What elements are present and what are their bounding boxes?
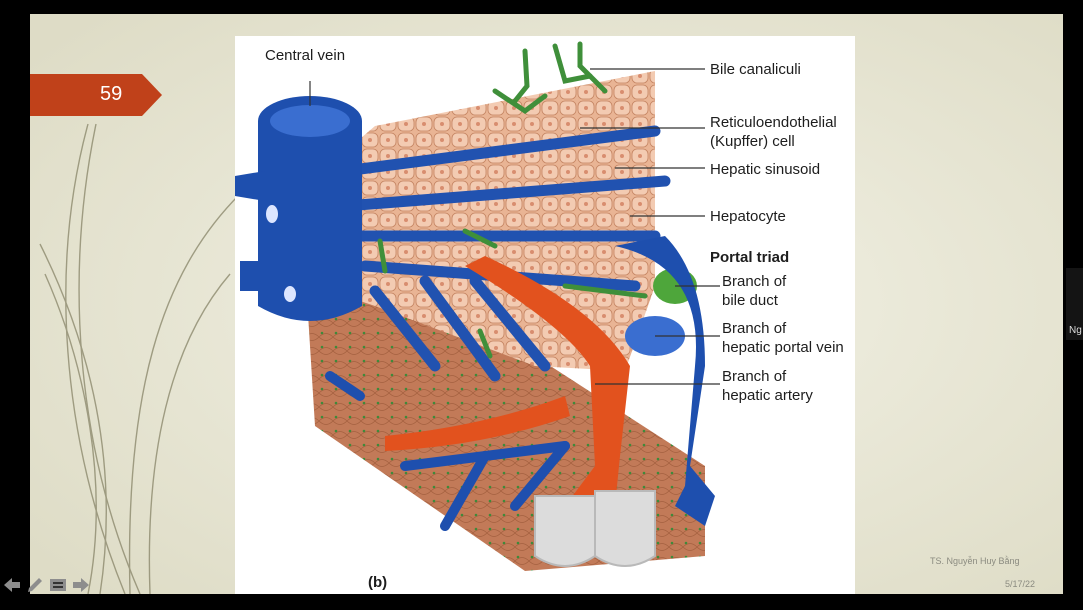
presenter-label: Ng [1069, 325, 1082, 336]
label-kupffer-line2: (Kupffer) cell [710, 133, 795, 150]
label-artery-line1: Branch of [722, 368, 787, 385]
label-hepatocyte: Hepatocyte [710, 208, 786, 225]
badge-arrow-shape [30, 74, 162, 116]
label-bile-duct-line1: Branch of [722, 273, 787, 290]
slide-number: 59 [100, 83, 123, 105]
menu-icon [50, 579, 66, 591]
slide-number-badge: 59 [30, 74, 162, 116]
label-artery-line2: hepatic artery [722, 387, 813, 404]
hepatic-sinusoids [339, 125, 671, 382]
hepatic-artery [385, 256, 630, 506]
bile-canaliculi [377, 41, 648, 359]
slide-date: 5/17/22 [1005, 579, 1036, 589]
arrow-right-icon [73, 578, 89, 592]
slide-author: TS. Nguyễn Huy Bằng [930, 556, 1020, 566]
label-bile-canaliculi: Bile canaliculi [710, 61, 801, 78]
slide: 59 [30, 14, 1063, 594]
leader-lines [309, 68, 720, 385]
figure-panel-letter: (b) [368, 574, 388, 591]
slide-navigation [2, 574, 92, 596]
decorative-swirl-lines [39, 123, 241, 594]
cut-vessel-stubs [534, 490, 656, 567]
central-vein [235, 96, 362, 321]
portal-vein-branches [325, 371, 570, 531]
presenter-panel-tab[interactable]: Ng [1066, 268, 1083, 340]
arrow-left-icon [4, 578, 20, 592]
portal-vein [615, 236, 715, 526]
label-portal-triad: Portal triad [710, 249, 790, 266]
slide-menu-button[interactable] [48, 575, 68, 595]
pen-icon [28, 578, 42, 592]
next-slide-button[interactable] [71, 575, 91, 595]
label-portal-vein-line2: hepatic portal vein [722, 339, 844, 356]
label-hepatic-sinusoid: Hepatic sinusoid [710, 161, 821, 178]
liver-lobule-figure: Central vein Bile canaliculi Reticuloend… [235, 36, 855, 594]
label-portal-vein-line1: Branch of [722, 320, 787, 337]
pen-tool-button[interactable] [25, 575, 45, 595]
previous-slide-button[interactable] [2, 575, 22, 595]
liver-illustration [235, 41, 720, 571]
label-central-vein: Central vein [265, 47, 346, 64]
label-bile-duct-line2: bile duct [722, 292, 778, 309]
label-kupffer-line1: Reticuloendothelial [710, 114, 837, 131]
